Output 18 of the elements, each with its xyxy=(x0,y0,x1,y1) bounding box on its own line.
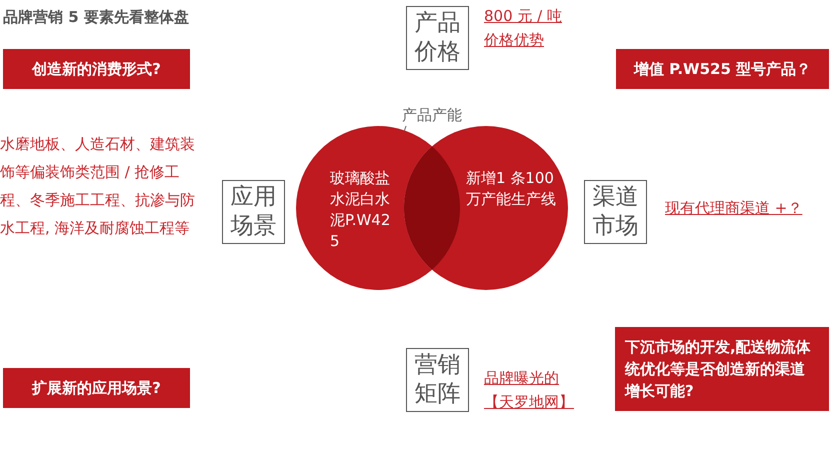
category-box: 产品价格 xyxy=(406,6,469,70)
note-link: 品牌曝光的【天罗地网】 xyxy=(484,368,575,413)
note-link: 现有代理商渠道 +？ xyxy=(665,198,804,219)
question-banner: 增值 P.W525 型号产品？ xyxy=(616,49,829,89)
question-banner: 创造新的消费形式? xyxy=(3,49,190,89)
circle-text: 玻璃酸盐水泥白水泥P.W425 xyxy=(330,168,392,252)
title: 品牌营销 5 要素先看整体盘 xyxy=(3,8,189,27)
question-banner: 扩展新的应用场景? xyxy=(3,368,190,408)
category-box: 营销矩阵 xyxy=(406,348,469,412)
leader-line xyxy=(404,126,406,131)
category-box: 渠道市场 xyxy=(584,180,647,244)
description-text: 水磨地板、人造石材、建筑装饰等偏装饰类范围 / 抢修工程、冬季施工工程、抗渗与防水工程, 海洋及耐腐蚀工程等 xyxy=(0,134,196,239)
question-banner: 下沉市场的开发,配送物流体统优化等是否创造新的渠道增长可能? xyxy=(615,327,829,411)
note-link: 800 元 / 吨价格优势 xyxy=(484,6,563,51)
circle-label: 产品产能 xyxy=(402,106,482,126)
category-box: 应用场景 xyxy=(222,180,285,244)
circle-text: 新增1 条100 万产能生产线 xyxy=(466,168,556,210)
venn-circle xyxy=(404,126,568,290)
